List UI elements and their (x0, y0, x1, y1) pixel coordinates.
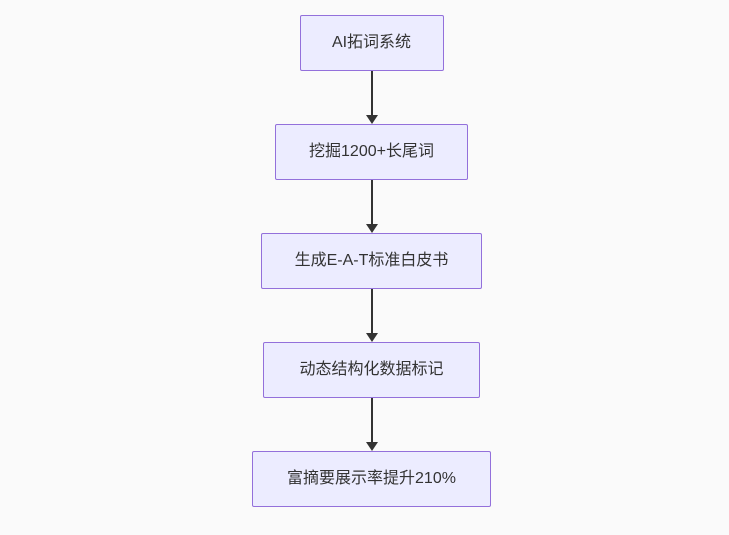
flowchart-node-1: AI拓词系统 (299, 15, 444, 71)
flowchart-node-4: 动态结构化数据标记 (263, 342, 480, 398)
arrow-head-icon (365, 333, 378, 342)
arrow-line (370, 289, 373, 333)
flowchart-node-2: 挖掘1200+长尾词 (275, 124, 468, 180)
flowchart-node-5-label: 富摘要展示率提升210% (287, 470, 456, 487)
flowchart-node-5: 富摘要展示率提升210% (252, 451, 491, 507)
arrow-connector-2 (365, 180, 378, 233)
flowchart-node-2-label: 挖掘1200+长尾词 (309, 143, 434, 160)
arrow-head-icon (365, 224, 378, 233)
arrow-line (370, 71, 373, 115)
flowchart-node-1-label: AI拓词系统 (331, 34, 412, 51)
arrow-connector-4 (365, 398, 378, 451)
flowchart-node-3: 生成E-A-T标准白皮书 (261, 233, 482, 289)
flowchart-node-3-label: 生成E-A-T标准白皮书 (294, 252, 449, 269)
arrow-line (370, 398, 373, 442)
arrow-line (370, 180, 373, 224)
arrow-connector-1 (365, 71, 378, 124)
arrow-head-icon (365, 115, 378, 124)
arrow-head-icon (365, 442, 378, 451)
arrow-connector-3 (365, 289, 378, 342)
flowchart-node-4-label: 动态结构化数据标记 (299, 361, 444, 378)
flowchart: AI拓词系统 挖掘1200+长尾词 生成E-A-T标准白皮书 动态结构化数据标记… (7, 0, 729, 507)
